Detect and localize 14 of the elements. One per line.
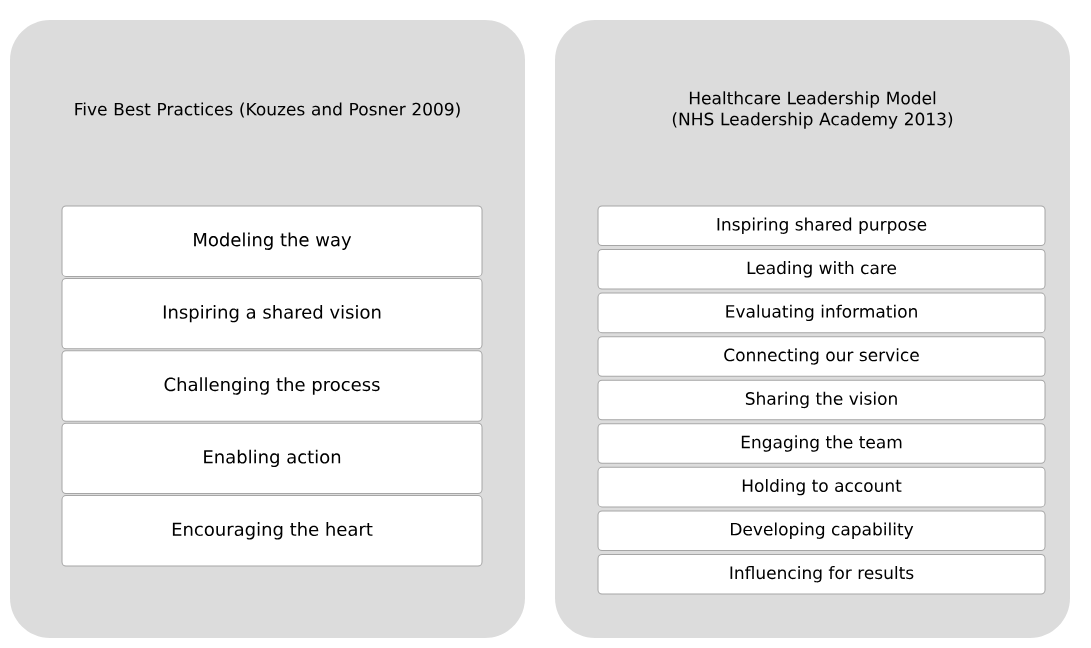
- item-box: Inspiring shared purpose: [597, 205, 1046, 247]
- item-box: Sharing the vision: [597, 379, 1046, 421]
- item-box: Influencing for results: [597, 553, 1046, 595]
- item-box: Challenging the process: [61, 350, 483, 422]
- item-box: Connecting our service: [597, 336, 1046, 377]
- item-box: Modeling the way: [61, 205, 483, 277]
- item-box: Inspiring a shared vision: [61, 277, 483, 350]
- item-box: Evaluating information: [597, 292, 1046, 334]
- item-box: Developing capability: [597, 510, 1046, 551]
- item-box: Enabling action: [61, 422, 483, 495]
- item-box: Holding to account: [597, 466, 1046, 508]
- item-box: Engaging the team: [597, 423, 1046, 464]
- item-box: Encouraging the heart: [61, 495, 483, 567]
- item-box: Leading with care: [597, 249, 1046, 290]
